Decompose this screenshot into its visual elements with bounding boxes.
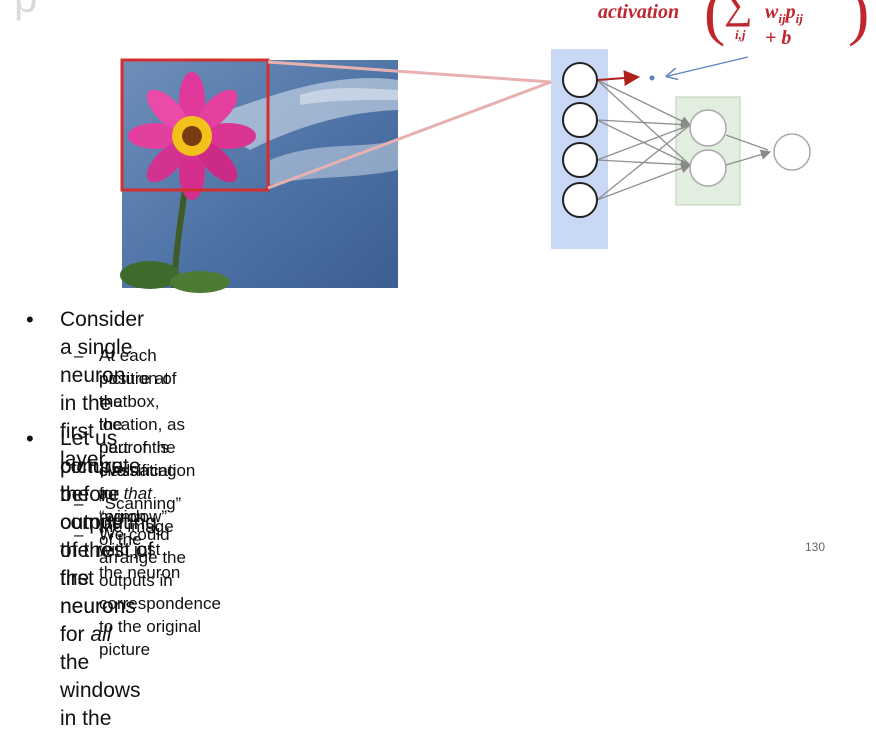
network-connections: [596, 79, 772, 201]
bullet-2-line1-b: the windows in the: [60, 651, 141, 730]
formula-weighted-term: wijpij + b: [765, 1, 803, 50]
subbullet-1-line2-b: region: [99, 507, 147, 526]
output-dot: [649, 75, 655, 81]
subbullet-dash-3: –: [74, 525, 84, 544]
projection-line-bottom: [267, 80, 552, 190]
slide: p activation ( ∑ i,j wijpij + b ): [14, 0, 870, 730]
subbullet-1-line2-a: picture at that location, as part of the…: [99, 369, 196, 503]
slide-title-fragment: p: [14, 0, 38, 22]
flower-photo: [120, 60, 398, 293]
bullet-marker-1: •: [26, 307, 34, 332]
neuron-input-4: [562, 182, 598, 218]
formula-pointer-arrow: [668, 56, 749, 76]
subbullet-1-line2-italic: that: [123, 484, 152, 503]
neuron-input-1: [562, 62, 598, 98]
subbullet-1-line1: At each position of the box, the neuron …: [99, 346, 177, 549]
formula-right-paren: ): [848, 0, 870, 47]
formula-p-sub: ij: [795, 11, 803, 26]
formula-p: p: [785, 1, 796, 23]
formula-left-paren: (: [704, 0, 726, 47]
first-neuron-output-arrow: [597, 70, 640, 87]
neuron-hidden-2: [689, 149, 727, 187]
subbullet-dash-1: –: [74, 346, 84, 365]
formula-w: w: [765, 1, 779, 23]
bullet-1-text: Consider a single neuron in the first la…: [60, 308, 145, 471]
formula-plus-b: + b: [765, 27, 792, 49]
bullet-marker-2: •: [26, 426, 34, 451]
hidden-layer-neurons: [689, 109, 727, 187]
neuron-input-2: [562, 102, 598, 138]
scanning-window-box: [120, 58, 270, 192]
neuron-hidden-1: [689, 109, 727, 147]
subbullet-dash-2: –: [74, 494, 84, 513]
scanning-diagram: [120, 49, 811, 293]
page-number: 130: [805, 540, 826, 554]
subbullet-1-line2: picture at that location, as part of the…: [99, 367, 195, 528]
formula-activation-word: activation: [598, 1, 680, 23]
neuron-output: [773, 133, 811, 171]
projection-line-top: [267, 60, 552, 84]
formula-sum-subscript: i,j: [735, 27, 746, 42]
formula-sum-symbol: ∑: [724, 0, 753, 27]
neuron-input-3: [562, 142, 598, 178]
subbullet-3: We could arrange the outputs in correspo…: [99, 525, 221, 659]
input-layer-neurons: [562, 62, 598, 218]
flower-petals: [128, 72, 256, 200]
formula-w-sub: ij: [778, 11, 786, 26]
